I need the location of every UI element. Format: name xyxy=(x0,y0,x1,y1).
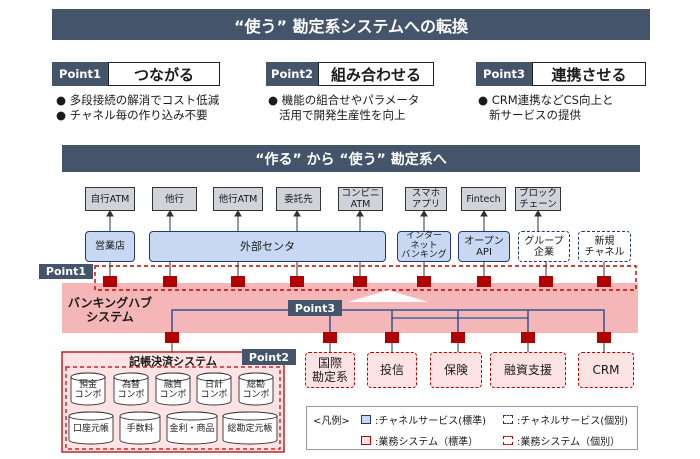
point2-frame xyxy=(65,366,281,450)
connector xyxy=(165,332,179,343)
connector xyxy=(290,276,304,287)
component-cylinder-deposit: 預金 コンポ xyxy=(70,372,106,406)
settlement-title: 記帳決済システム xyxy=(129,355,217,368)
legend: <凡例> :チャネルサービス(標準) :チャネルサービス(個別) :業務システム… xyxy=(306,406,638,450)
external-box-other-bank: 他行 xyxy=(152,187,197,211)
legend-swatch xyxy=(503,436,513,445)
point3-label: 連携させる xyxy=(532,62,646,86)
legend-swatch xyxy=(361,436,371,445)
connector xyxy=(231,276,245,287)
point3-triangle xyxy=(348,290,428,302)
point1-tag: Point1 xyxy=(52,62,108,86)
connector xyxy=(353,276,367,287)
bullet-item: 新サービスの提供 xyxy=(488,108,581,122)
business-box-investment-trust: 投信 xyxy=(367,352,417,388)
legend-swatch xyxy=(503,415,513,424)
point2-bullets: ● 機能の組合せやパラメータ 活用で開発生産性を向上 xyxy=(268,93,419,123)
ledger-cylinder-general-ledger: 総勘定元帳 xyxy=(222,411,278,445)
connector xyxy=(597,332,611,343)
legend-item-channel-individual: :チャネルサービス(個別) xyxy=(503,412,628,427)
channel-box-external-center: 外部センタ xyxy=(149,231,386,262)
legend-item-business-standard: :業務システム（標準） xyxy=(361,433,478,448)
channel-box-open-api: オープン API xyxy=(458,231,510,262)
ledger-cylinder-interest-product: 金利・商品 xyxy=(166,411,218,445)
point1-header: Point1 つながる xyxy=(52,62,220,86)
external-box-own-atm: 自行ATM xyxy=(85,187,135,211)
connector xyxy=(451,332,465,343)
business-box-international: 国際 勘定系 xyxy=(305,352,355,388)
point2-label: 組み合わせる xyxy=(318,62,434,86)
hub-band xyxy=(62,283,638,333)
point3-header: Point3 連携させる xyxy=(476,62,646,86)
connector xyxy=(417,276,431,287)
external-box-smartphone-app: スマホ アプリ xyxy=(405,187,447,211)
connector xyxy=(385,332,399,343)
point1-bullets: ● 多段接続の解消でコスト低減 ● チャネル毎の作り込み不要 xyxy=(56,93,219,123)
title-banner: “使う” 勘定系システムへの転換 xyxy=(52,9,650,40)
point2-header: Point2 組み合わせる xyxy=(266,62,434,86)
point1-diagram-tag: Point1 xyxy=(39,264,93,279)
bullet-item: ● 機能の組合せやパラメータ xyxy=(268,93,420,107)
external-box-convenience-atm: コンビニ ATM xyxy=(338,187,383,211)
point2-tag: Point2 xyxy=(266,62,318,86)
page-title: “使う” 勘定系システムへの転換 xyxy=(233,16,469,36)
legend-item-channel-standard: :チャネルサービス(標準) xyxy=(361,412,486,427)
connector xyxy=(103,276,117,287)
channel-box-new-channel: 新規 チャネル xyxy=(578,231,631,262)
external-box-blockchain: ブロック チェーン xyxy=(515,187,561,211)
business-box-loan-support: 融資支援 xyxy=(490,352,566,388)
point1-frame xyxy=(94,265,637,291)
point3-tag: Point3 xyxy=(476,62,532,86)
connector xyxy=(477,276,491,287)
connector xyxy=(539,276,553,287)
point3-bullets: ● CRM連携などCS向上と 新サービスの提供 xyxy=(478,93,613,123)
channel-box-branch: 営業店 xyxy=(85,231,135,262)
channel-box-group-company: グループ 企業 xyxy=(518,231,570,262)
business-box-insurance: 保険 xyxy=(430,352,482,388)
external-box-fintech: Fintech xyxy=(461,187,506,211)
connector xyxy=(323,332,337,343)
component-cylinder-exchange: 為替 コンポ xyxy=(113,372,149,406)
hub-label: バンキングハブ システム xyxy=(67,296,153,324)
ledger-cylinder-fee: 手数料 xyxy=(119,411,161,445)
legend-item-business-individual: :業務システム（個別） xyxy=(503,433,620,448)
legend-prefix: <凡例> xyxy=(313,416,350,427)
point1-label: つながる xyxy=(108,62,220,86)
business-box-crm: CRM xyxy=(578,352,634,388)
legend-swatch xyxy=(361,415,371,424)
bullet-item: ● CRM連携などCS向上と xyxy=(478,93,614,107)
component-cylinder-daily: 日計 コンポ xyxy=(196,372,232,406)
point2-diagram-tag: Point2 xyxy=(242,349,296,365)
component-cylinder-general-ledger: 総勘 コンポ xyxy=(238,372,274,406)
subtitle: “作る” から “使う” 勘定系へ xyxy=(255,151,447,168)
connector xyxy=(521,332,535,343)
external-box-other-atm: 他行ATM xyxy=(213,187,263,211)
connector xyxy=(597,276,611,287)
connector xyxy=(163,276,177,287)
bullet-item: ● チャネル毎の作り込み不要 xyxy=(56,108,208,122)
bullet-item: 活用で開発生産性を向上 xyxy=(278,108,406,122)
external-box-contractor: 委託先 xyxy=(276,187,321,211)
subtitle-banner: “作る” から “使う” 勘定系へ xyxy=(62,145,640,172)
ledger-cylinder-account: 口座元帳 xyxy=(68,411,114,445)
bullet-item: ● 多段接続の解消でコスト低減 xyxy=(56,93,220,107)
channel-box-internet-banking: インター ネット バンキング xyxy=(397,231,451,262)
point3-diagram-tag: Point3 xyxy=(288,300,342,316)
component-cylinder-loan: 融資 コンポ xyxy=(155,372,191,406)
